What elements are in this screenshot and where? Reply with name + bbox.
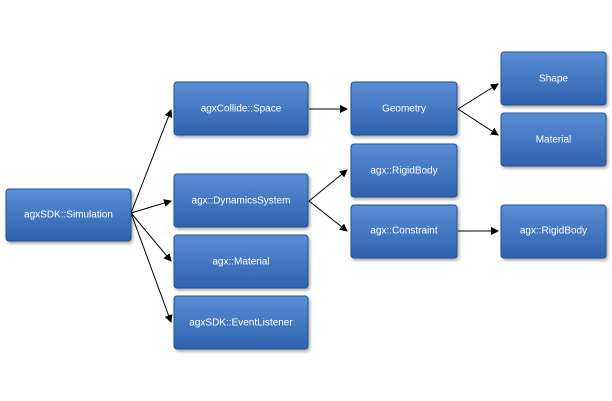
edge-simulation-listener [130, 212, 173, 323]
node-material-geometry: Material [500, 112, 607, 167]
edge-dynamics-rigidbody [308, 169, 348, 202]
edge-simulation-space [130, 109, 173, 214]
edge-geometry-material [457, 108, 499, 136]
node-simulation: agxSDK::Simulation [5, 188, 132, 242]
node-dynamics-system: agx::DynamicsSystem [173, 173, 309, 228]
edges [130, 83, 499, 323]
node-geometry-label: Geometry [382, 104, 426, 115]
node-event-listener: agxSDK::EventListener [173, 295, 309, 350]
edge-dynamics-constraint [308, 200, 348, 232]
node-shape: Shape [500, 51, 607, 106]
edge-simulation-material [130, 212, 172, 262]
node-rigidbody-dynamics-label: agx::RigidBody [370, 166, 437, 177]
node-space: agxCollide::Space [173, 81, 309, 136]
node-material-agx: agx::Material [173, 234, 309, 289]
node-rigidbody-dynamics: agx::RigidBody [350, 143, 458, 198]
node-event-listener-label: agxSDK::EventListener [189, 318, 293, 329]
node-constraint-label: agx::Constraint [370, 226, 437, 237]
node-space-label: agxCollide::Space [201, 104, 282, 115]
node-material-geometry-label: Material [536, 135, 572, 146]
node-geometry: Geometry [350, 81, 458, 136]
edge-geometry-shape [457, 83, 499, 110]
node-rigidbody-constraint-label: agx::RigidBody [520, 226, 587, 237]
node-constraint: agx::Constraint [350, 204, 458, 259]
node-simulation-label: agxSDK::Simulation [24, 210, 113, 221]
node-material-agx-label: agx::Material [212, 257, 269, 268]
edge-simulation-dynamics [130, 199, 172, 214]
node-shape-label: Shape [539, 74, 568, 85]
node-rigidbody-constraint: agx::RigidBody [500, 204, 607, 259]
node-dynamics-system-label: agx::DynamicsSystem [192, 196, 291, 207]
